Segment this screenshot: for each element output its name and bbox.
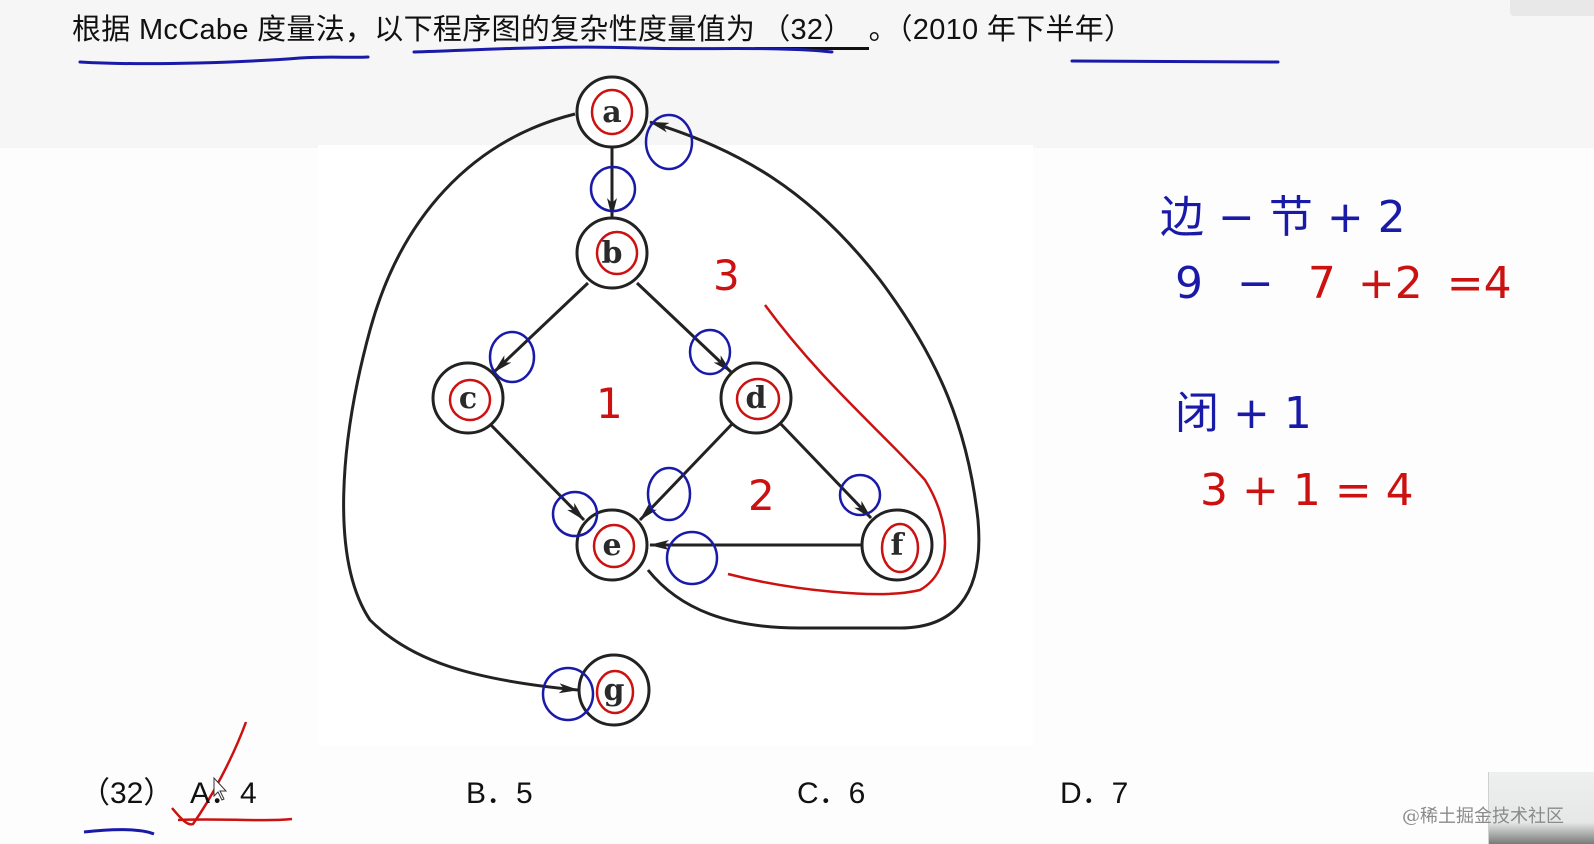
region-2-label: 2	[748, 471, 775, 520]
question-underlines	[78, 45, 1280, 66]
formula2-line2: 3 + 1 = 4	[1200, 465, 1414, 516]
node-g: g	[577, 653, 651, 727]
region-3-label: 3	[713, 251, 740, 300]
node-red-marks	[448, 88, 920, 715]
graph-edges	[342, 112, 981, 694]
presenter-thumbnail	[1488, 772, 1594, 844]
edge-b-d	[635, 281, 733, 374]
option-number-underline	[83, 828, 155, 836]
formula-edges-nodes: 边 − 节 + 2 9 − 7 +2 =4	[1160, 192, 1512, 309]
formula2-line1: 闭 + 1	[1175, 388, 1312, 439]
formula1-line1: 边 − 节 + 2	[1160, 192, 1406, 243]
edge-b-c	[492, 281, 590, 374]
option-c[interactable]: C．6	[797, 777, 866, 810]
svg-text:e: e	[602, 528, 621, 563]
answer-underline	[177, 817, 293, 822]
svg-text:f: f	[891, 528, 906, 563]
edge-blue-marks	[488, 113, 882, 722]
option-a[interactable]: A．4	[190, 777, 257, 810]
node-a: a	[575, 75, 649, 149]
node-e: e	[575, 508, 649, 582]
watermark: @稀土掘金技术社区	[1402, 806, 1564, 827]
question-prefix: 根据 McCabe 度量法，以下程序图的复杂性度量值为	[72, 14, 756, 46]
answer-blank: （32）	[755, 13, 869, 50]
option-number: （32）	[80, 777, 174, 810]
question-text: 根据 McCabe 度量法，以下程序图的复杂性度量值为（32）。（2010 年下…	[72, 6, 1133, 50]
edge-a-g	[342, 112, 579, 694]
svg-text:d: d	[746, 381, 767, 416]
edge-d-e	[638, 421, 735, 522]
node-c: c	[431, 361, 505, 435]
svg-text:a: a	[602, 95, 621, 130]
edge-e-a	[646, 120, 981, 630]
svg-text:b: b	[602, 236, 623, 271]
node-f: f	[860, 508, 934, 582]
svg-text:g: g	[604, 673, 625, 708]
answer-options: （32） A．4 B．5 C．6 D．7	[0, 768, 1594, 810]
edge-c-e	[487, 421, 586, 522]
mouse-cursor-icon	[213, 776, 228, 801]
graph-nodes: a b c d e f g	[431, 75, 934, 727]
edge-d-f	[776, 419, 873, 520]
option-d[interactable]: D．7	[1060, 777, 1129, 810]
formula-regions: 闭 + 1 3 + 1 = 4	[1175, 388, 1414, 516]
option-b[interactable]: B．5	[466, 777, 533, 810]
player-logo	[1510, 0, 1594, 16]
region-3-trace	[727, 304, 947, 596]
formula1-line2: 9 − 7 +2 =4	[1175, 258, 1512, 309]
region-labels: 1 2 3	[596, 251, 775, 520]
svg-text:c: c	[459, 381, 477, 416]
slide-top-band	[0, 0, 1594, 148]
question-suffix: 。（2010 年下半年）	[868, 14, 1134, 46]
region-1-label: 1	[596, 379, 623, 428]
figure-panel	[318, 145, 1033, 745]
node-d: d	[719, 361, 793, 435]
